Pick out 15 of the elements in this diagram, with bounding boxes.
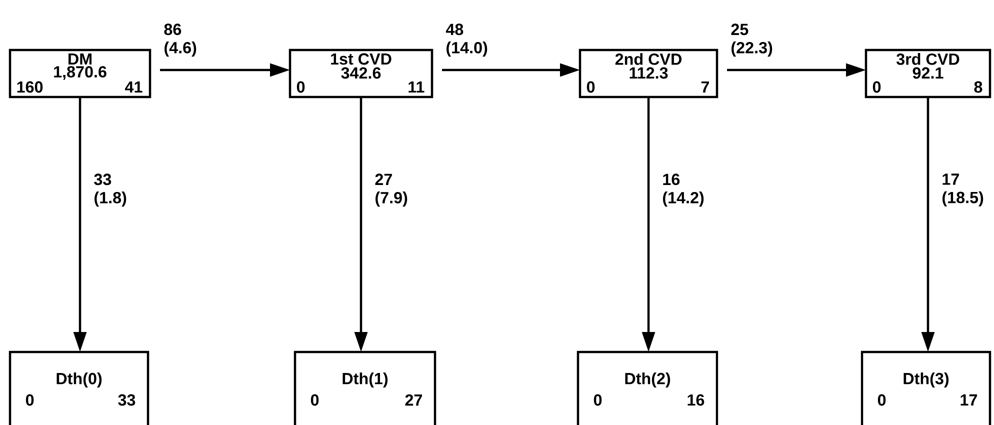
edge-label: 48 (14.0): [446, 24, 488, 57]
state-box: DM 1,870.6 160 41: [8, 48, 152, 98]
edge-label: 27 (7.9): [375, 174, 408, 207]
state-box: 3rd CVD 92.1 0 8: [864, 48, 992, 98]
state-box: 1st CVD 342.6 0 11: [288, 48, 434, 98]
edge-label: 16 (14.2): [662, 174, 704, 207]
edge-label: 33 (1.8): [94, 174, 126, 207]
state-box: Dth(3) 0 17: [860, 350, 992, 425]
edge-label: 25 (22.3): [731, 24, 772, 57]
edge-label: 86 (4.6): [164, 24, 196, 57]
edge-label: 17 (18.5): [942, 174, 984, 206]
state-box: Dth(1) 0 27: [294, 350, 436, 425]
state-box: 2nd CVD 112.3 0 7: [578, 48, 718, 98]
state-box: Dth(2) 0 16: [576, 350, 718, 425]
state-box: Dth(0) 0 33: [8, 350, 150, 425]
